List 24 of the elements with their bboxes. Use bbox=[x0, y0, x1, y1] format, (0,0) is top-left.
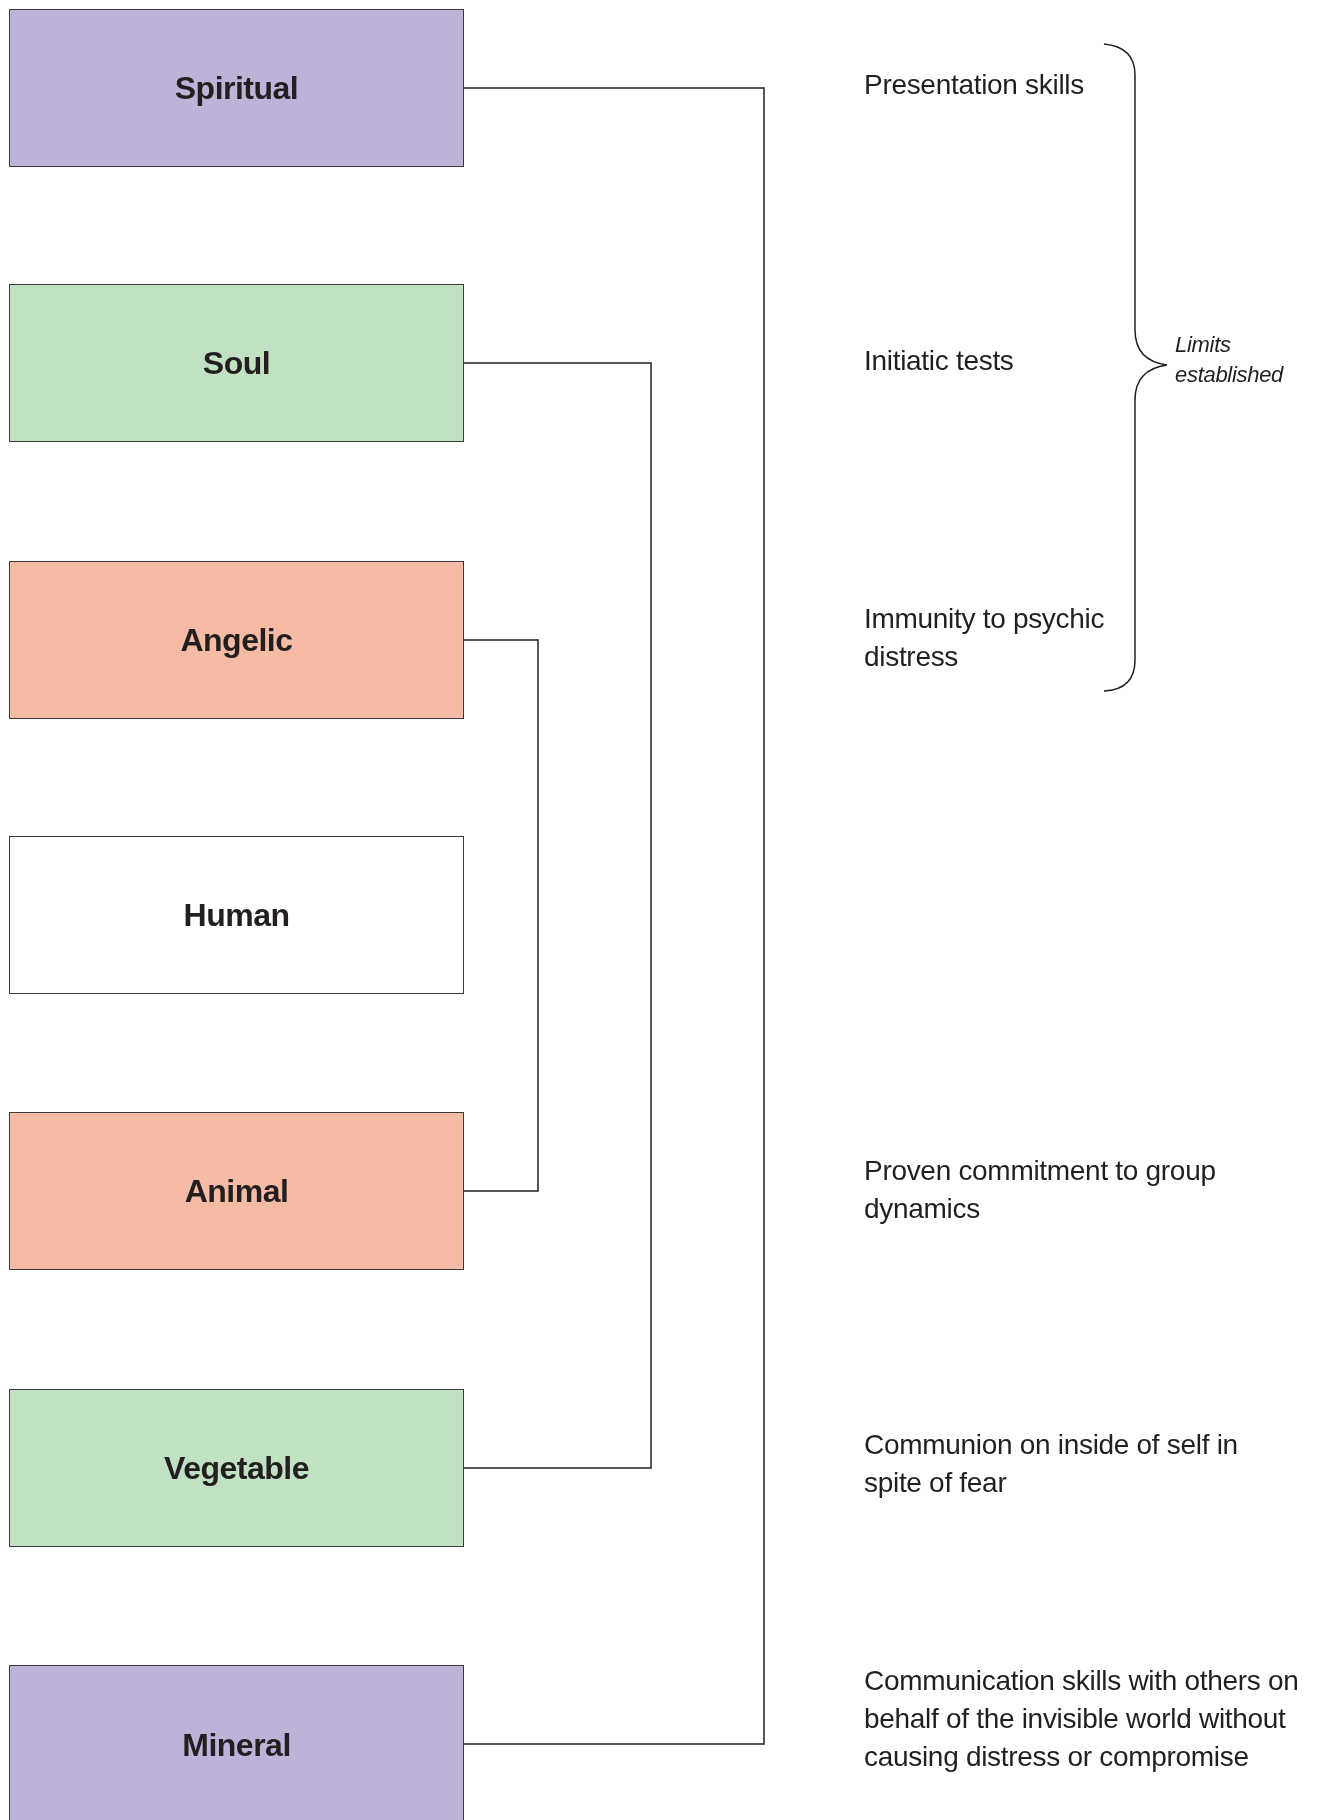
level-name: Soul bbox=[202, 344, 271, 382]
connector-line bbox=[463, 362, 652, 1469]
criterion-text: Initiatic tests bbox=[864, 344, 1015, 378]
level-box bbox=[9, 561, 464, 719]
connector-line bbox=[463, 639, 539, 1192]
level-box bbox=[9, 836, 464, 994]
level-box bbox=[9, 9, 464, 167]
criterion-text: Communion on inside of self in spite of fear bbox=[864, 1428, 1239, 1500]
level-box bbox=[9, 1665, 464, 1820]
criterion-text: Proven commitment to group dynamics bbox=[864, 1154, 1217, 1226]
criterion-text: Presentation skills bbox=[864, 68, 1085, 102]
level-name: Animal bbox=[184, 1172, 289, 1210]
level-box bbox=[9, 284, 464, 442]
criterion-text: Communication skills with others on behalf of the invisible world without causing distress or compromise bbox=[864, 1664, 1300, 1774]
level-name: Angelic bbox=[180, 621, 293, 659]
level-name: Human bbox=[183, 896, 290, 934]
level-box bbox=[9, 1112, 464, 1270]
connector-line bbox=[463, 87, 765, 1745]
criterion-text: Immunity to psychic distress bbox=[864, 602, 1106, 674]
level-name: Spiritual bbox=[174, 69, 299, 107]
level-box bbox=[9, 1389, 464, 1547]
level-name: Vegetable bbox=[164, 1449, 309, 1487]
level-name: Mineral bbox=[182, 1726, 291, 1764]
brace-label: Limits established bbox=[1175, 331, 1285, 389]
